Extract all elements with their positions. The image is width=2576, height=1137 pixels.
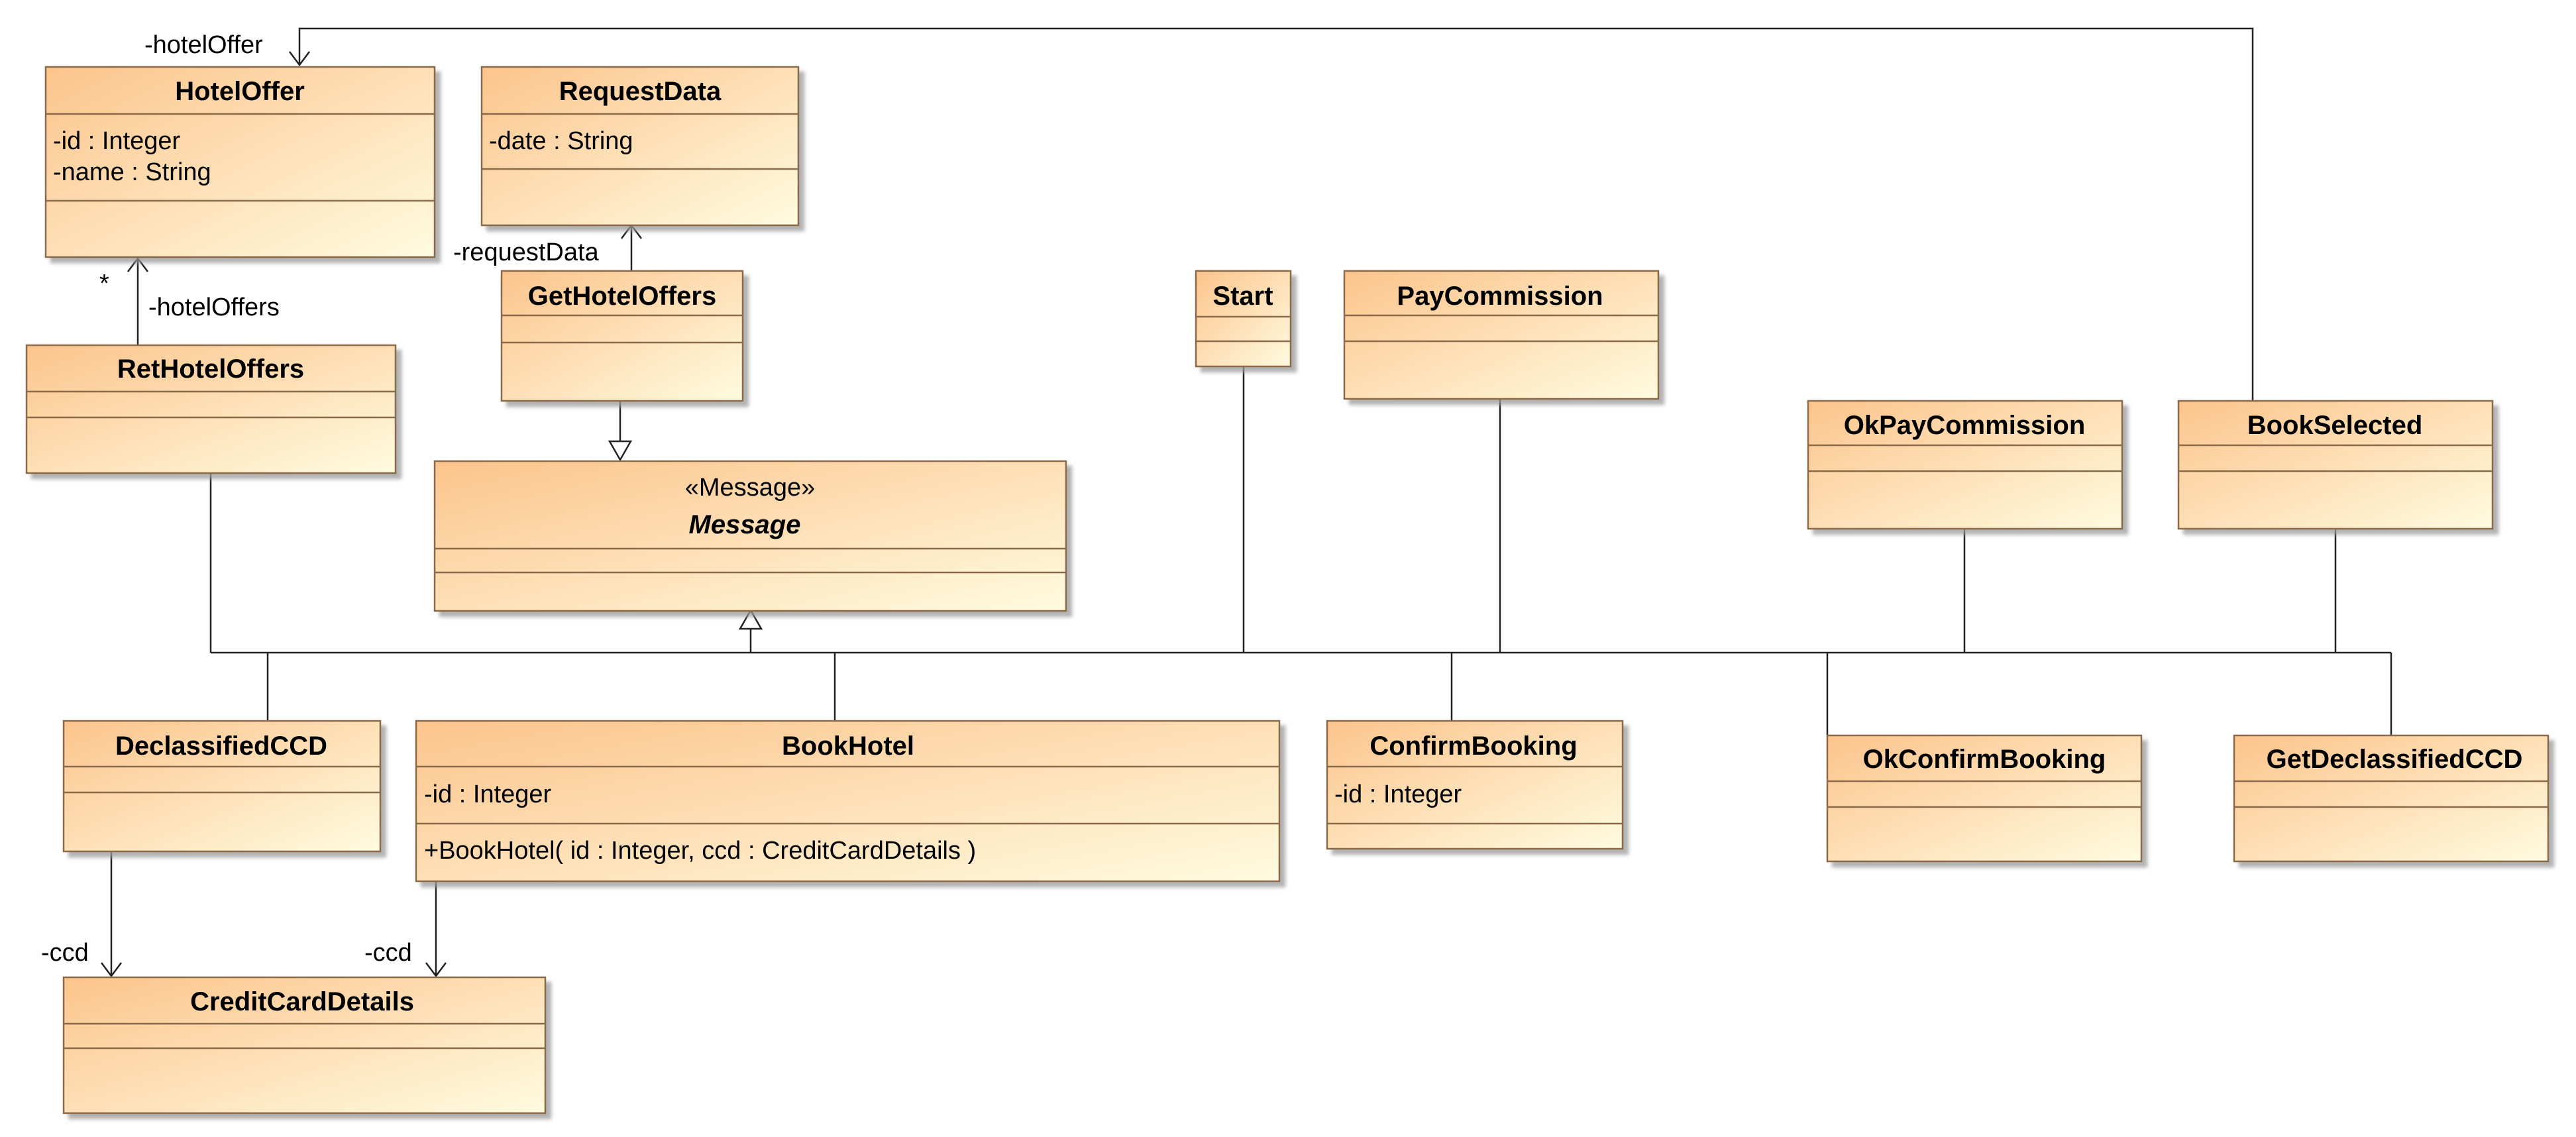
role-label-requestdata: -requestData (453, 239, 600, 266)
edge-bookselected-hoteloffer (298, 27, 2254, 402)
attribute: -id : Integer (53, 127, 181, 155)
class-okconfirmbooking[interactable]: OkConfirmBooking (1826, 734, 2143, 863)
class-stereotype: «Message» (685, 474, 815, 502)
class-name: Message (689, 510, 801, 539)
generalization-triangle-top (608, 440, 633, 462)
class-start[interactable]: Start (1195, 270, 1292, 368)
role-label-hoteloffer: -hotelOffer (144, 31, 263, 59)
attribute: -id : Integer (424, 781, 552, 808)
class-gethoteloffers[interactable]: GetHotelOffers (500, 270, 744, 402)
class-name: OkConfirmBooking (1863, 745, 2106, 774)
role-label-ccd-left: -ccd (41, 939, 89, 967)
class-name: HotelOffer (175, 77, 305, 106)
class-hoteloffer[interactable]: HotelOffer -id : Integer -name : String (44, 66, 436, 258)
role-label-ccd-right: -ccd (364, 939, 412, 967)
class-confirmbooking[interactable]: ConfirmBooking -id : Integer (1326, 720, 1624, 850)
arrowhead-ccd-left (101, 962, 122, 978)
attribute: -date : String (489, 127, 633, 155)
class-bookhotel[interactable]: BookHotel -id : Integer +BookHotel( id :… (415, 720, 1281, 883)
class-rethoteloffers[interactable]: RetHotelOffers (25, 344, 397, 474)
operation: +BookHotel( id : Integer, ccd : CreditCa… (424, 837, 976, 865)
arrowhead-hoteloffer-bottom (127, 256, 148, 272)
class-name: BookSelected (2247, 411, 2423, 440)
class-bookselected[interactable]: BookSelected (2177, 400, 2494, 530)
arrowhead-ccd-right (425, 962, 447, 978)
generalization-triangle-bottom (738, 608, 763, 630)
class-getdeclassifiedccd[interactable]: GetDeclassifiedCCD (2233, 734, 2549, 863)
class-name: CreditCardDetails (190, 987, 414, 1016)
class-creditcarddetails[interactable]: CreditCardDetails (62, 976, 547, 1114)
class-paycommission[interactable]: PayCommission (1343, 270, 1660, 400)
class-message[interactable]: «Message» Message (433, 460, 1067, 612)
role-label-hoteloffers: -hotelOffers (148, 294, 280, 321)
class-name: ConfirmBooking (1369, 731, 1577, 761)
class-name: RequestData (559, 77, 722, 106)
class-name: GetDeclassifiedCCD (2267, 745, 2523, 774)
arrowhead-hoteloffer-top (289, 51, 310, 67)
class-name: Start (1212, 282, 1273, 311)
attribute: -id : Integer (1334, 781, 1462, 808)
multiplicity-label: * (99, 270, 109, 298)
class-name: OkPayCommission (1844, 411, 2086, 440)
class-declassifiedccd[interactable]: DeclassifiedCCD (62, 720, 382, 853)
class-name: RetHotelOffers (117, 354, 304, 384)
class-requestdata[interactable]: RequestData -date : String (480, 66, 800, 227)
class-name: BookHotel (782, 731, 914, 761)
class-okpaycommission[interactable]: OkPayCommission (1807, 400, 2123, 530)
class-name: DeclassifiedCCD (115, 731, 327, 761)
class-name: GetHotelOffers (528, 282, 717, 311)
attribute: -name : String (53, 158, 211, 186)
class-name: PayCommission (1397, 282, 1603, 311)
